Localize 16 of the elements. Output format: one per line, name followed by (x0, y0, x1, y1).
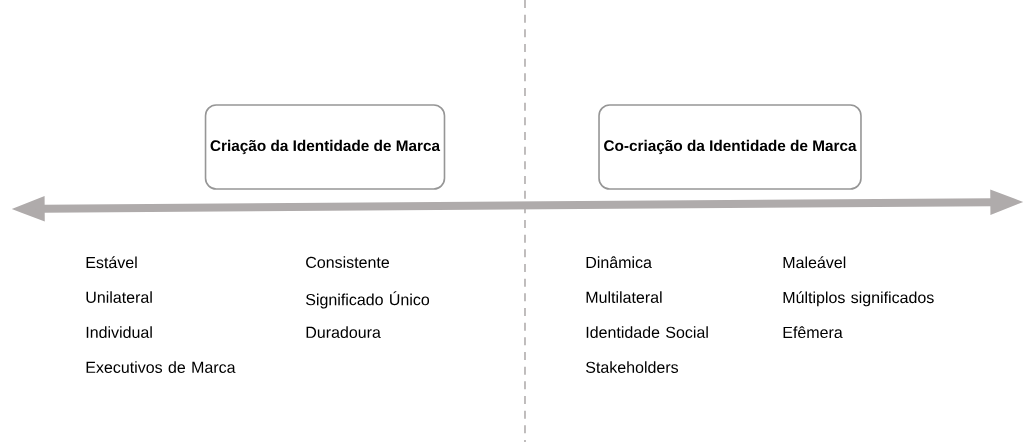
title-box: Co-criação da Identidade de Marca (598, 104, 862, 190)
list-item: Identidade Social (586, 326, 708, 338)
list-item: Duradoura (306, 326, 381, 338)
list-item: Individual (86, 326, 152, 338)
list-item: Múltiplos significados (783, 291, 934, 307)
list-item: Executivos de Marca (86, 361, 236, 373)
list-item: Stakeholders (586, 361, 679, 373)
list-item: Estável (86, 256, 137, 269)
list-item: Dinâmica (586, 256, 652, 269)
list-item: Consistente (306, 256, 390, 268)
list-item: Maleável (783, 256, 846, 269)
list-item: Significado Único (306, 291, 430, 309)
list-item: Unilateral (86, 291, 152, 303)
list-item: Efêmera (783, 326, 843, 339)
title-box: Criação da Identidade de Marca (204, 104, 446, 190)
list-item: Multilateral (586, 291, 662, 303)
